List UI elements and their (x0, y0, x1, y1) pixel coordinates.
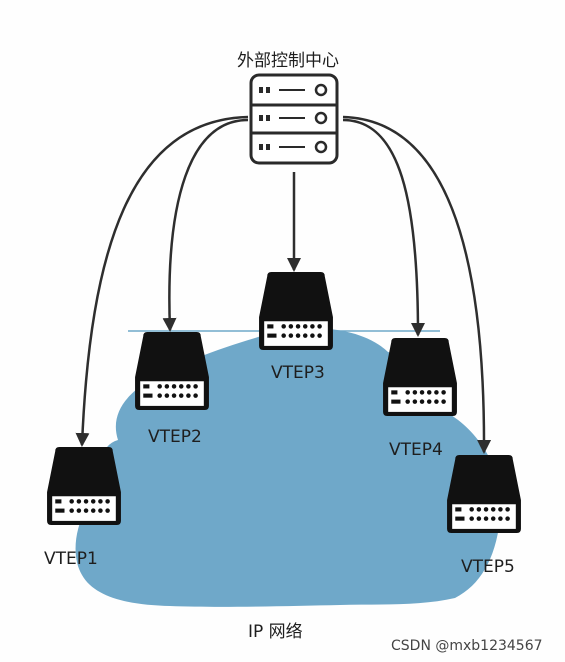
vtep3-label: VTEP3 (271, 363, 325, 383)
vtep2-label: VTEP2 (148, 427, 202, 447)
vtep4-switch-icon (383, 338, 457, 416)
arrow-to-vtep5 (342, 115, 492, 454)
controller-title: 外部控制中心 (237, 51, 339, 71)
vtep2-switch-icon (135, 332, 209, 410)
vtep1-label: VTEP1 (44, 549, 98, 569)
arrow-to-vtep1 (75, 115, 249, 447)
watermark: CSDN @mxb1234567 (391, 638, 543, 654)
vtep4-label: VTEP4 (389, 440, 443, 460)
vtep3-switch-icon (259, 272, 333, 350)
ip-network-label: IP 网络 (248, 622, 303, 642)
arrow-to-vtep4 (342, 118, 425, 337)
server-rack-icon (249, 73, 339, 165)
vtep1-switch-icon (47, 447, 121, 525)
vtep5-switch-icon (447, 455, 521, 533)
arrow-to-vtep2 (162, 118, 249, 332)
vtep5-label: VTEP5 (461, 557, 515, 577)
